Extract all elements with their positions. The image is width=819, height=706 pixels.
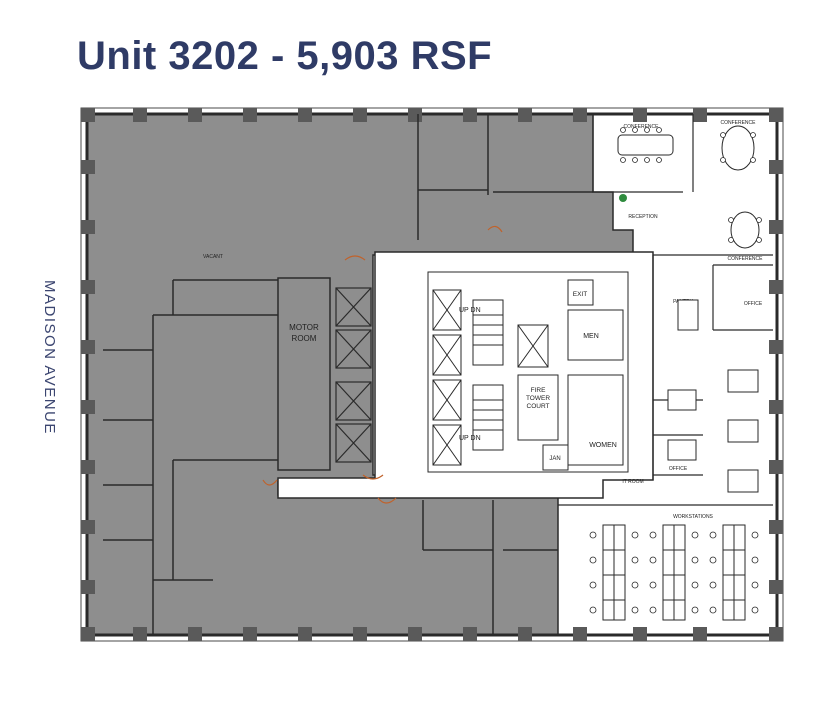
svg-text:ROOM: ROOM xyxy=(292,334,317,343)
door-accents xyxy=(262,194,627,504)
perimeter-columns xyxy=(81,108,783,641)
conference-label-3: CONFERENCE xyxy=(727,256,763,262)
office-label-2: OFFICE xyxy=(669,466,688,472)
reception-label: RECEPTION xyxy=(628,214,658,220)
workstation-desks xyxy=(602,524,746,621)
floor-plan: MOTOR ROOM UP DN UP DN FIRE TOWER COURT … xyxy=(73,100,786,648)
svg-text:TOWER: TOWER xyxy=(526,395,550,402)
stair-label-top: UP DN xyxy=(459,307,481,314)
chairs xyxy=(589,127,762,614)
conference-table-3 xyxy=(730,211,760,249)
fire-tower-label: FIRE xyxy=(531,387,546,394)
exit-label: EXIT xyxy=(573,291,587,298)
conference-table-1 xyxy=(617,134,674,156)
building-outline xyxy=(85,112,779,637)
page-title: Unit 3202 - 5,903 RSF xyxy=(77,34,493,78)
freight-elevators xyxy=(335,287,372,463)
conference-label-2: CONFERENCE xyxy=(720,120,756,126)
conference-table-2 xyxy=(721,125,755,171)
shaded-walls xyxy=(103,114,593,635)
leased-space-walls xyxy=(558,114,773,506)
office-label-1: OFFICE xyxy=(744,301,763,307)
motor-room-label: MOTOR xyxy=(289,323,319,332)
office-desks xyxy=(667,299,759,493)
workstations-label: WORKSTATIONS xyxy=(673,514,713,520)
motor-room xyxy=(277,277,331,471)
svg-text:COURT: COURT xyxy=(527,403,550,410)
core-internals xyxy=(427,271,629,473)
street-label: MADISON AVENUE xyxy=(41,280,58,435)
men-restroom-label: MEN xyxy=(583,333,599,340)
it-room-label: IT ROOM xyxy=(622,479,643,485)
vacant-label: VACANT xyxy=(203,254,223,260)
stair-label-bottom: UP DN xyxy=(459,435,481,442)
women-restroom-label: WOMEN xyxy=(589,442,617,449)
janitor-label: JAN xyxy=(549,456,560,462)
conference-label-1: CONFERENCE xyxy=(623,124,659,130)
